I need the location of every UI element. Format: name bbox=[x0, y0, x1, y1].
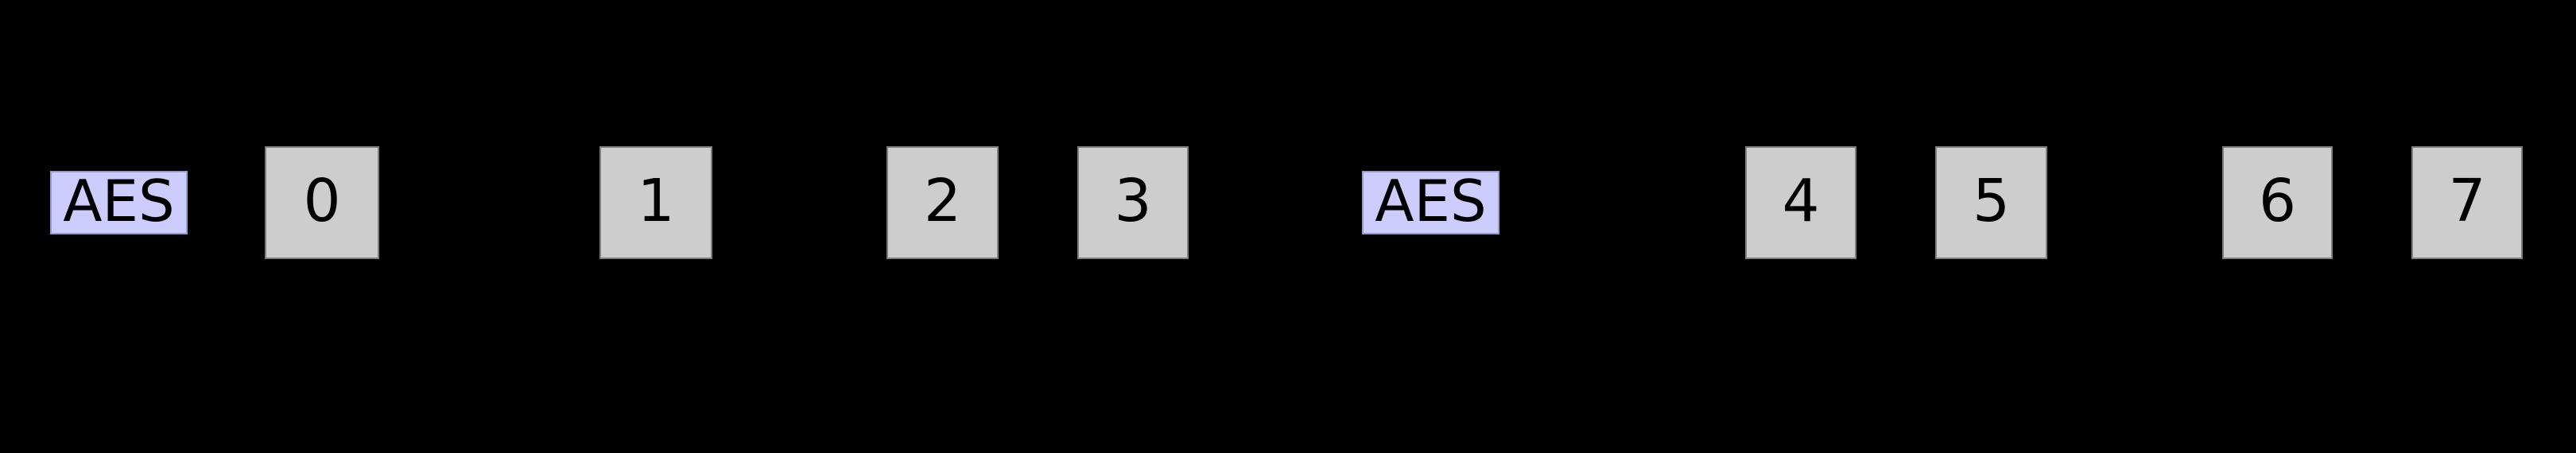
block-node-3-label: 3 bbox=[1114, 167, 1152, 235]
block-node-5-label: 5 bbox=[1972, 167, 2011, 235]
block-node-0-label: 0 bbox=[303, 167, 341, 235]
block-node-2-label: 2 bbox=[923, 167, 962, 235]
block-node-5: 5 bbox=[1935, 146, 2047, 259]
block-node-6-label: 6 bbox=[2258, 167, 2297, 235]
block-node-6: 6 bbox=[2222, 146, 2333, 259]
block-node-1-label: 1 bbox=[637, 167, 675, 235]
block-node-3: 3 bbox=[1077, 146, 1189, 259]
aes-node-right: AES bbox=[1362, 171, 1499, 234]
aes-node-left-label: AES bbox=[63, 168, 175, 234]
block-node-4: 4 bbox=[1745, 146, 1856, 259]
block-node-7-label: 7 bbox=[2448, 167, 2486, 235]
block-node-1: 1 bbox=[599, 146, 712, 259]
aes-node-left: AES bbox=[50, 171, 188, 234]
block-node-0: 0 bbox=[265, 146, 379, 259]
aes-node-right-label: AES bbox=[1375, 168, 1487, 234]
block-node-7: 7 bbox=[2411, 146, 2523, 259]
block-node-4-label: 4 bbox=[1782, 167, 1820, 235]
block-node-2: 2 bbox=[886, 146, 999, 259]
